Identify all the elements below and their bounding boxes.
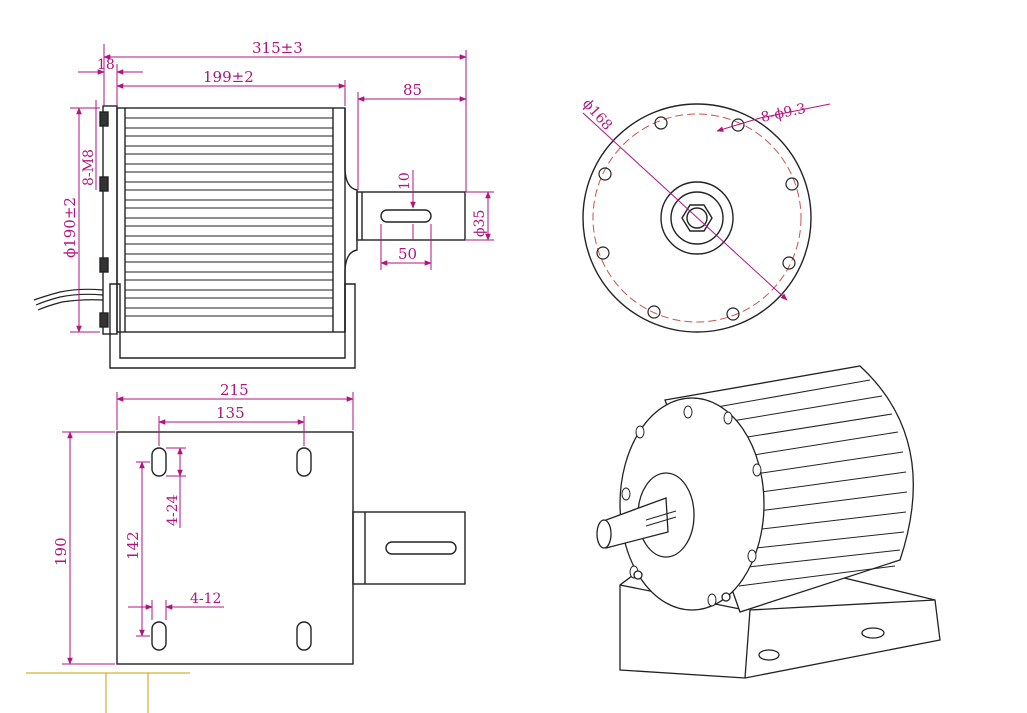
base-view <box>116 431 466 665</box>
iso-bolt <box>721 592 731 602</box>
dim-slot-spec: 4-24 <box>165 494 181 526</box>
hub-outer <box>660 181 734 255</box>
dim-overall-length: 315±3 <box>252 39 303 57</box>
dim-flange-thickness: 18 <box>97 57 115 73</box>
bolt-holes <box>596 116 799 321</box>
dim-shaft-length: 85 <box>403 81 422 99</box>
dim-shaft-diameter: ϕ35 <box>472 210 488 237</box>
dim-key-width: 10 <box>397 172 413 190</box>
iso-base-slot <box>758 649 780 661</box>
dim-bolt-spec: 8-M8 <box>81 149 97 186</box>
dim-body-length: 199±2 <box>203 68 254 86</box>
dim-base-width: 215 <box>220 381 249 399</box>
mount-slot <box>296 621 312 651</box>
dim-hole-spacing-x: 135 <box>216 404 245 422</box>
hub-inner <box>670 191 724 245</box>
mount-slot <box>151 447 167 477</box>
shaft-keyway <box>380 209 432 223</box>
pitch-circle <box>592 113 802 323</box>
iso-shaft-end <box>596 519 612 549</box>
dim-base-height: 190 <box>52 537 70 566</box>
bolt-hole <box>598 167 612 181</box>
bolt-hole <box>726 307 740 321</box>
dim-key-length: 50 <box>398 245 417 263</box>
cable <box>33 288 104 301</box>
dim-hole-spacing-y: 142 <box>124 531 142 560</box>
iso-base-slot <box>861 627 885 639</box>
bolt-hole <box>731 118 745 132</box>
base-shaft-keyway <box>385 541 457 555</box>
side-view <box>33 105 466 369</box>
bolt-hole <box>782 256 796 270</box>
bolt-head <box>99 176 109 192</box>
dim-hole-spec: 4-12 <box>190 591 221 607</box>
bolt-hole <box>596 246 610 260</box>
shaft-nut <box>681 204 713 232</box>
title-block <box>26 672 190 713</box>
bolt-head <box>99 312 109 328</box>
end-face <box>582 103 812 333</box>
bolt-hole <box>785 177 799 191</box>
mounting-base <box>109 283 356 369</box>
shaft <box>356 191 466 241</box>
cooling-fins <box>125 117 333 317</box>
dim-diameter: ϕ190±2 <box>61 197 79 258</box>
end-dimensions <box>582 103 831 301</box>
base-shaft <box>352 511 466 585</box>
base-dimensions <box>62 392 354 665</box>
bolt-head <box>99 257 109 273</box>
mount-slot <box>296 447 312 477</box>
motor-body <box>116 107 346 333</box>
mount-slot <box>151 621 167 651</box>
bolt-head <box>99 111 109 127</box>
side-dimensions <box>70 44 494 333</box>
bolt-hole <box>654 116 668 130</box>
dim-holes: 8-ϕ9.3 <box>760 101 808 126</box>
end-view <box>582 103 812 333</box>
bolt-hole <box>647 305 661 319</box>
isometric-view <box>596 365 941 679</box>
iso-bolt <box>633 570 643 580</box>
